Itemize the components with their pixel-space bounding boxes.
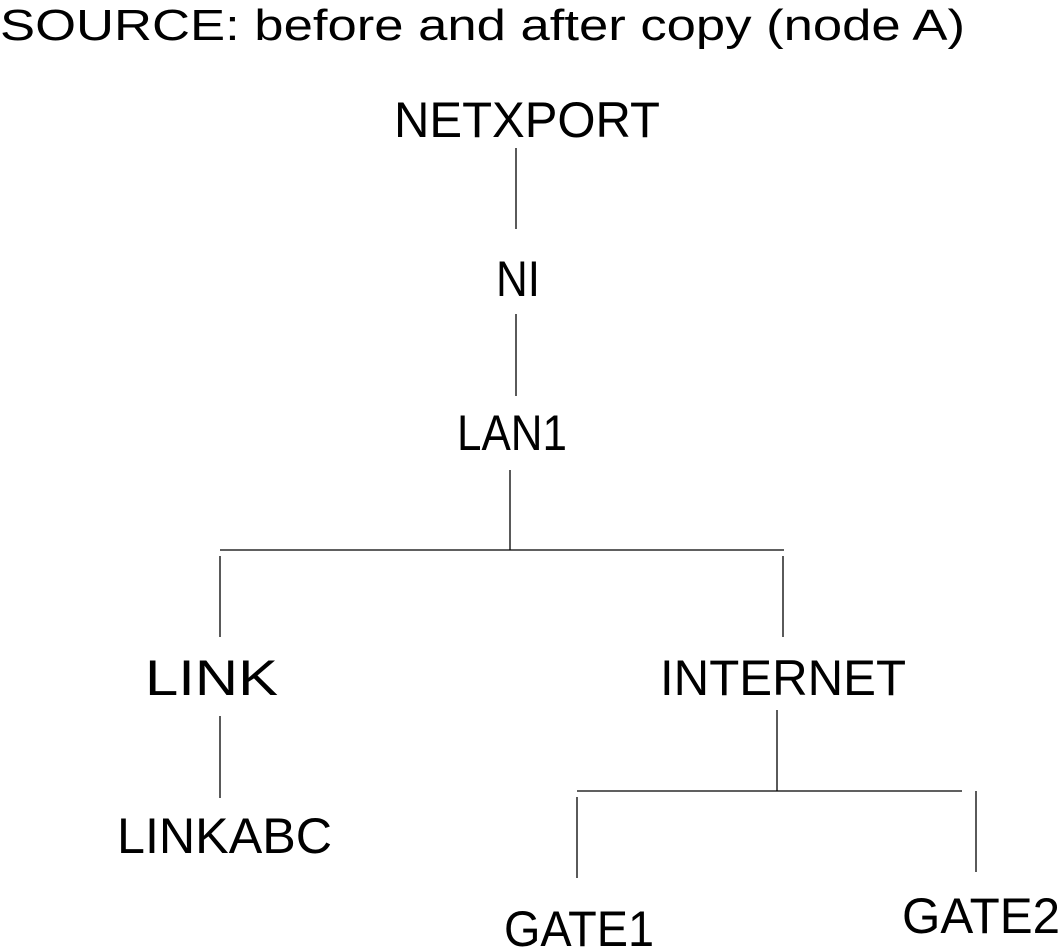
- node-linkabc: LINKABC: [117, 808, 332, 864]
- node-netxport: NETXPORT: [394, 92, 660, 148]
- node-internet: INTERNET: [660, 650, 906, 706]
- node-ni: NI: [496, 251, 540, 307]
- diagram-title: SOURCE: before and after copy (node A): [0, 1, 965, 50]
- node-link: LINK: [145, 650, 278, 706]
- node-gate1: GATE1: [504, 901, 654, 950]
- node-gate2: GATE2: [902, 888, 1060, 944]
- tree-edges: [219, 148, 977, 878]
- node-lan1: LAN1: [457, 405, 567, 461]
